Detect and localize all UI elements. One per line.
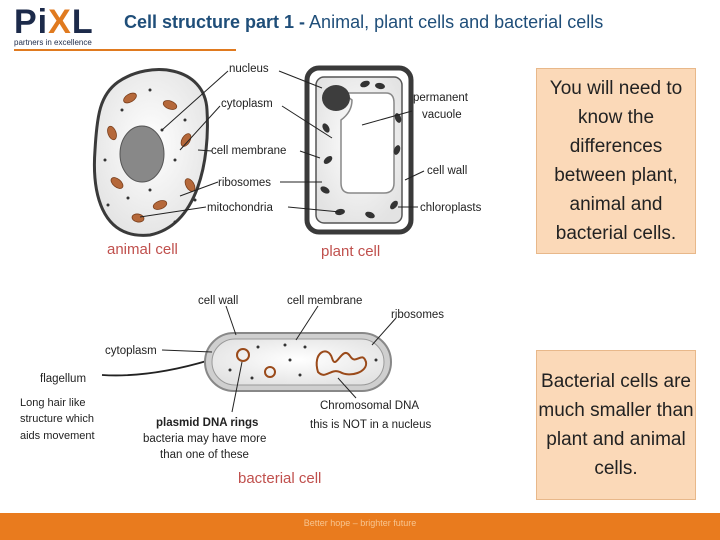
plant-vacuole (340, 92, 395, 194)
label-cell-membrane: cell membrane (211, 145, 286, 157)
caption-animal-cell: animal cell (107, 241, 178, 258)
label-b-ribosomes: ribosomes (391, 309, 444, 321)
caption-plant-cell: plant cell (321, 243, 380, 260)
animal-ribosomes (103, 88, 197, 224)
label-plasmid-more: bacteria may have more (143, 433, 266, 445)
chromosomal-dna (315, 350, 368, 376)
label-ribosomes: ribosomes (218, 177, 271, 189)
leader-lines (139, 70, 425, 218)
bacterial-ribosomes (228, 343, 378, 380)
plasmid-ring-2 (264, 366, 276, 378)
label-chromosomal-dna: Chromosomal DNA (320, 400, 419, 412)
animal-nucleus (119, 125, 165, 183)
bacterial-cytoplasm (211, 338, 385, 386)
label-permanent: permanent (413, 92, 469, 104)
label-not-in-nucleus: this is NOT in a nucleus (310, 419, 431, 431)
bacterial-cell (101, 332, 392, 392)
footer-bar (0, 513, 720, 540)
footer-text: Better hope – brighter future (303, 518, 417, 528)
plant-nucleus (322, 85, 350, 111)
label-nucleus: nucleus (229, 63, 269, 75)
pixl-logo: PiXL partners in excellence (14, 4, 94, 47)
flagellum-shape (101, 359, 211, 377)
label-b-cell-membrane: cell membrane (287, 295, 362, 307)
label-cell-wall: cell wall (427, 165, 467, 177)
label-vacuole: vacuole (422, 109, 462, 121)
callout-differences: You will need to know the differences be… (536, 68, 696, 254)
callout-smaller-text: Bacterial cells are much smaller than pl… (538, 371, 694, 479)
label-b-cell-wall: cell wall (198, 295, 238, 307)
label-long-hair-2: structure which (20, 413, 94, 425)
callout-differences-text: You will need to know the differences be… (549, 78, 683, 244)
logo-wordmark: PiXL (14, 3, 94, 41)
caption-bacterial-cell: bacterial cell (238, 470, 321, 487)
label-chloroplasts: chloroplasts (420, 202, 482, 214)
callout-smaller: Bacterial cells are much smaller than pl… (536, 350, 696, 500)
logo-tagline: partners in excellence (14, 38, 92, 47)
label-long-hair-3: aids movement (20, 430, 95, 442)
label-mitochondria: mitochondria (207, 202, 273, 214)
plant-chloroplasts (320, 80, 402, 219)
label-long-hair-1: Long hair like (20, 397, 85, 409)
slide-title: Cell structure part 1 - Animal, plant ce… (124, 12, 604, 32)
label-flagellum: flagellum (40, 373, 86, 385)
label-b-cytoplasm: cytoplasm (105, 345, 157, 357)
header-divider (14, 49, 236, 51)
label-plasmid-than: than one of these (160, 449, 249, 461)
label-cytoplasm: cytoplasm (221, 98, 273, 110)
label-plasmid: plasmid DNA rings (156, 417, 258, 429)
plasmid-ring-1 (236, 348, 250, 362)
animal-cell (92, 68, 209, 237)
animal-mitochondria (107, 92, 196, 223)
plant-cell (304, 65, 414, 235)
